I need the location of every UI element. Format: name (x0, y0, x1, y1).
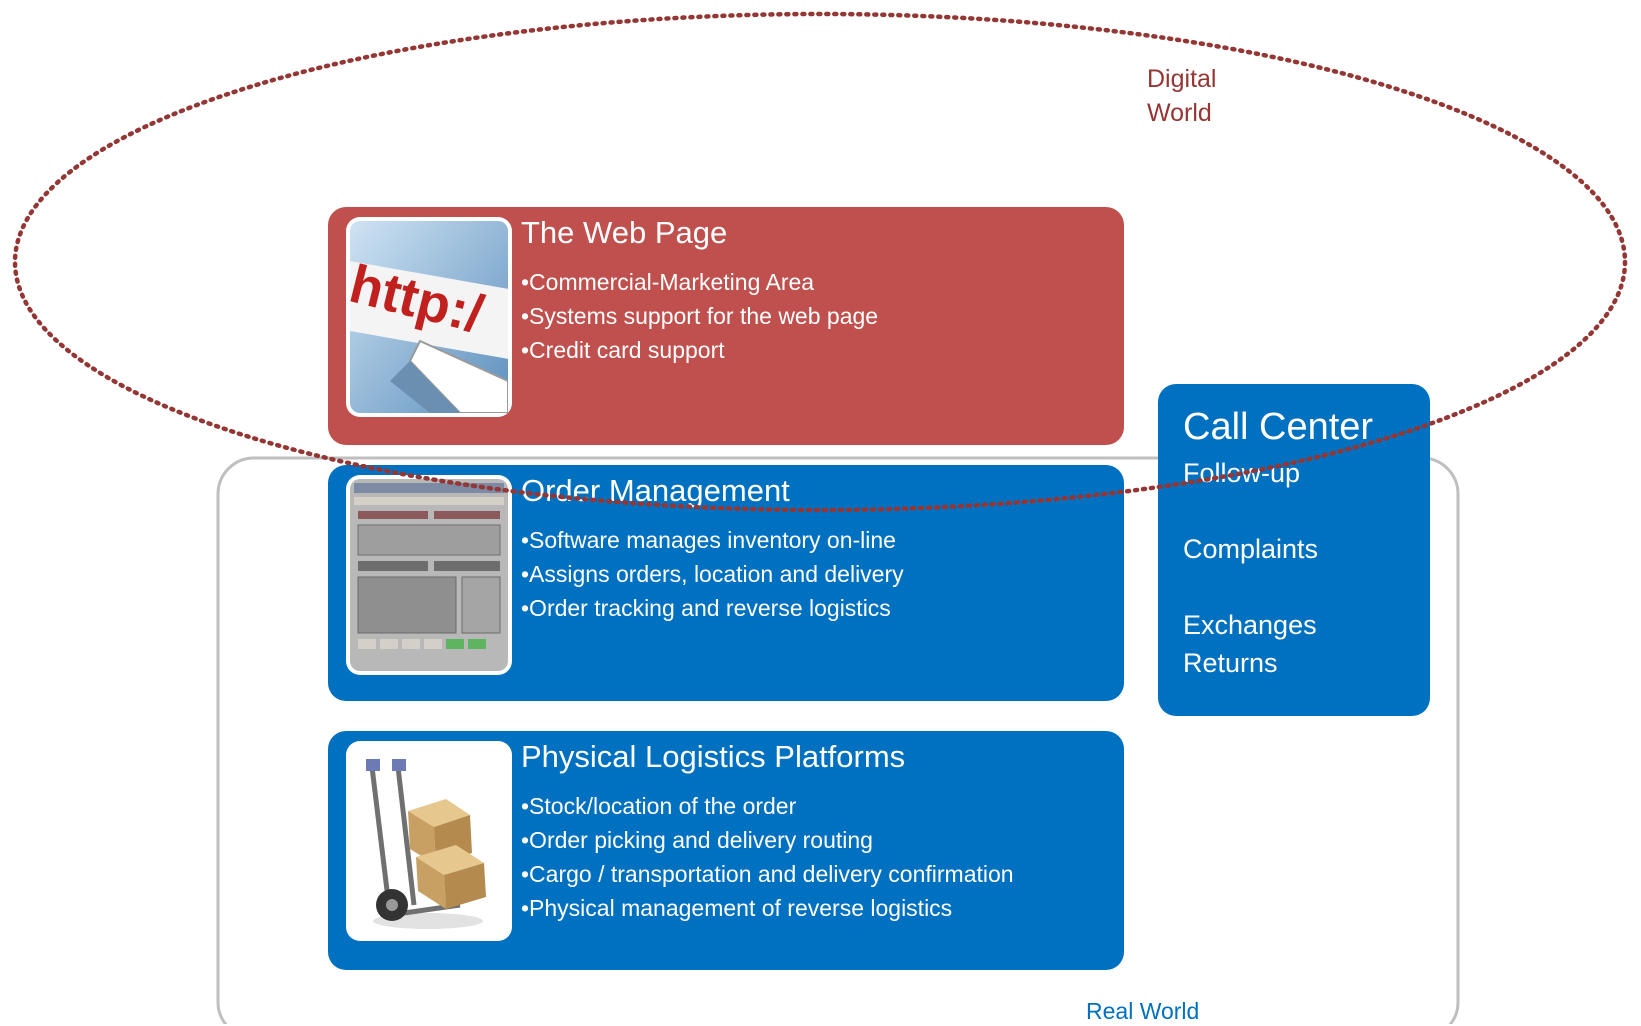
call-center-item: Exchanges (1183, 610, 1317, 640)
digital-world-label: Digital World (1147, 62, 1216, 130)
call-center-title: Call Center (1183, 406, 1374, 448)
logistics-item: •Order picking and delivery routing (521, 827, 873, 853)
http-address-image: http:/ (346, 217, 512, 417)
real-world-label: Real World (1086, 998, 1200, 1024)
digital-world-label-line: World (1147, 99, 1212, 127)
call-center-item: Returns (1183, 648, 1278, 678)
logistics-item: •Cargo / transportation and delivery con… (521, 861, 1014, 887)
web-page-item: •Systems support for the web page (521, 303, 879, 329)
web-page-box: http:/ The Web Page •Commercial-Marketin… (328, 207, 1124, 445)
web-page-title: The Web Page (521, 215, 728, 250)
web-page-item: •Credit card support (521, 337, 725, 363)
hand-truck-boxes-image (346, 741, 512, 941)
order-management-title: Order Management (521, 473, 790, 508)
logistics-box: Physical Logistics Platforms •Stock/loca… (328, 731, 1124, 970)
web-page-item: •Commercial-Marketing Area (521, 269, 815, 295)
call-center-item: Follow-up (1183, 458, 1301, 488)
order-management-item: •Order tracking and reverse logistics (521, 595, 891, 621)
call-center-box: Call Center Follow-up Complaints Exchang… (1158, 384, 1430, 716)
call-center-item: Complaints (1183, 534, 1319, 564)
software-screen-image (346, 475, 512, 675)
order-management-box: Order Management •Software manages inven… (328, 465, 1124, 701)
order-management-item: •Assigns orders, location and delivery (521, 561, 904, 587)
logistics-item: •Physical management of reverse logistic… (521, 895, 953, 921)
order-management-item: •Software manages inventory on-line (521, 527, 896, 553)
digital-world-label-line: Digital (1147, 65, 1217, 93)
logistics-title: Physical Logistics Platforms (521, 739, 906, 774)
logistics-item: •Stock/location of the order (521, 793, 797, 819)
